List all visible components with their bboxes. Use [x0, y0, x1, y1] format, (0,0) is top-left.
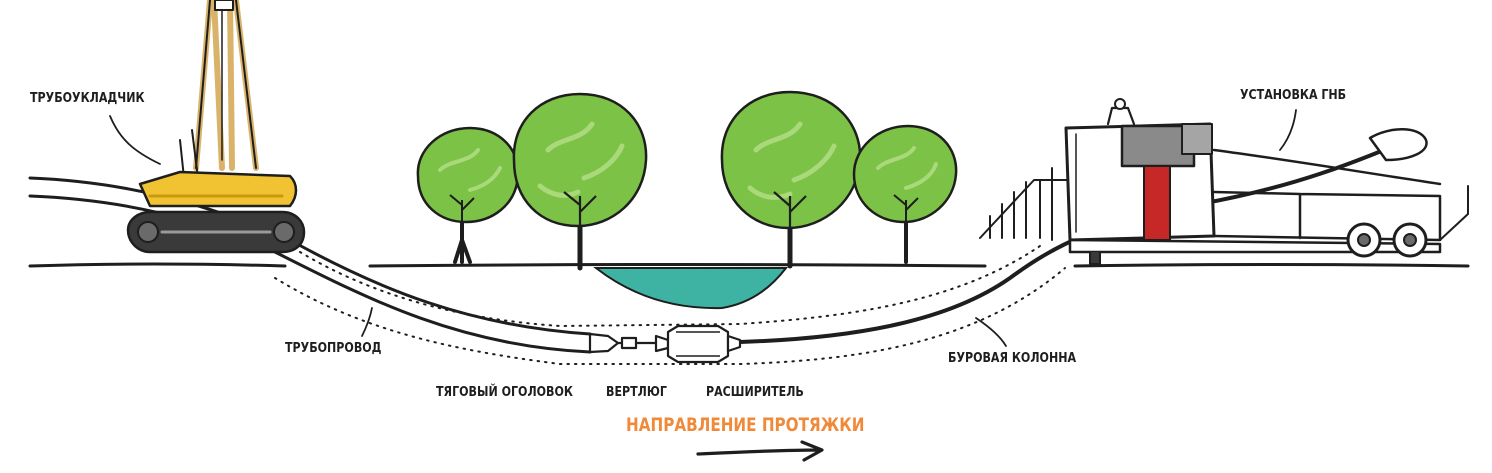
label-pulling-head: ТЯГОВЫЙ ОГОЛОВОК	[436, 384, 573, 400]
label-drill-string: БУРОВАЯ КОЛОННА	[948, 350, 1077, 366]
pond-water	[593, 266, 789, 310]
hdd-rig-red-column	[1143, 165, 1171, 241]
ground-left	[28, 262, 287, 268]
swivel-shape	[620, 336, 638, 350]
tree-3	[720, 90, 862, 269]
label-pipelayer: ТРУБОУКЛАДЧИК	[30, 90, 145, 106]
reamer-body	[666, 324, 730, 364]
reamer-cone-left	[654, 334, 670, 353]
hdd-rig-trailer	[1068, 238, 1442, 254]
reamer-assembly	[588, 324, 742, 364]
label-reamer: РАСШИРИТЕЛЬ	[706, 384, 804, 400]
label-pull-direction: НАПРАВЛЕНИЕ ПРОТЯЖКИ	[626, 414, 865, 436]
label-hdd-rig: УСТАНОВКА ГНБ	[1240, 87, 1347, 103]
hdd-rig-drill-head	[1368, 128, 1428, 162]
tree-2	[512, 92, 648, 271]
pull-direction-arrow	[696, 440, 824, 462]
borehole-outline	[274, 245, 1066, 365]
hdd-rig	[979, 98, 1469, 265]
leader-drill-string	[975, 317, 1007, 347]
pulling-head-shape	[588, 332, 620, 354]
leader-hdd-rig	[1279, 109, 1297, 151]
ground-right	[1073, 263, 1470, 268]
reamer-cone-right	[726, 334, 742, 353]
pipelayer-body	[138, 170, 298, 208]
ground-lines	[28, 262, 1470, 268]
pipeline-bottom-edge	[28, 194, 592, 354]
leader-lines	[109, 109, 1297, 347]
ground-middle	[368, 263, 987, 268]
tree-4	[852, 124, 958, 264]
leader-pipelayer	[109, 115, 161, 165]
label-pipeline: ТРУБОПРОВОД	[285, 340, 382, 356]
pipelayer-machine	[126, 0, 306, 254]
label-swivel: ВЕРТЛЮГ	[606, 384, 667, 400]
borehole-lower-dotted	[274, 267, 1066, 365]
borehole-upper-dotted	[299, 245, 1041, 328]
tree-1	[416, 126, 520, 264]
leader-pipeline	[361, 307, 373, 337]
